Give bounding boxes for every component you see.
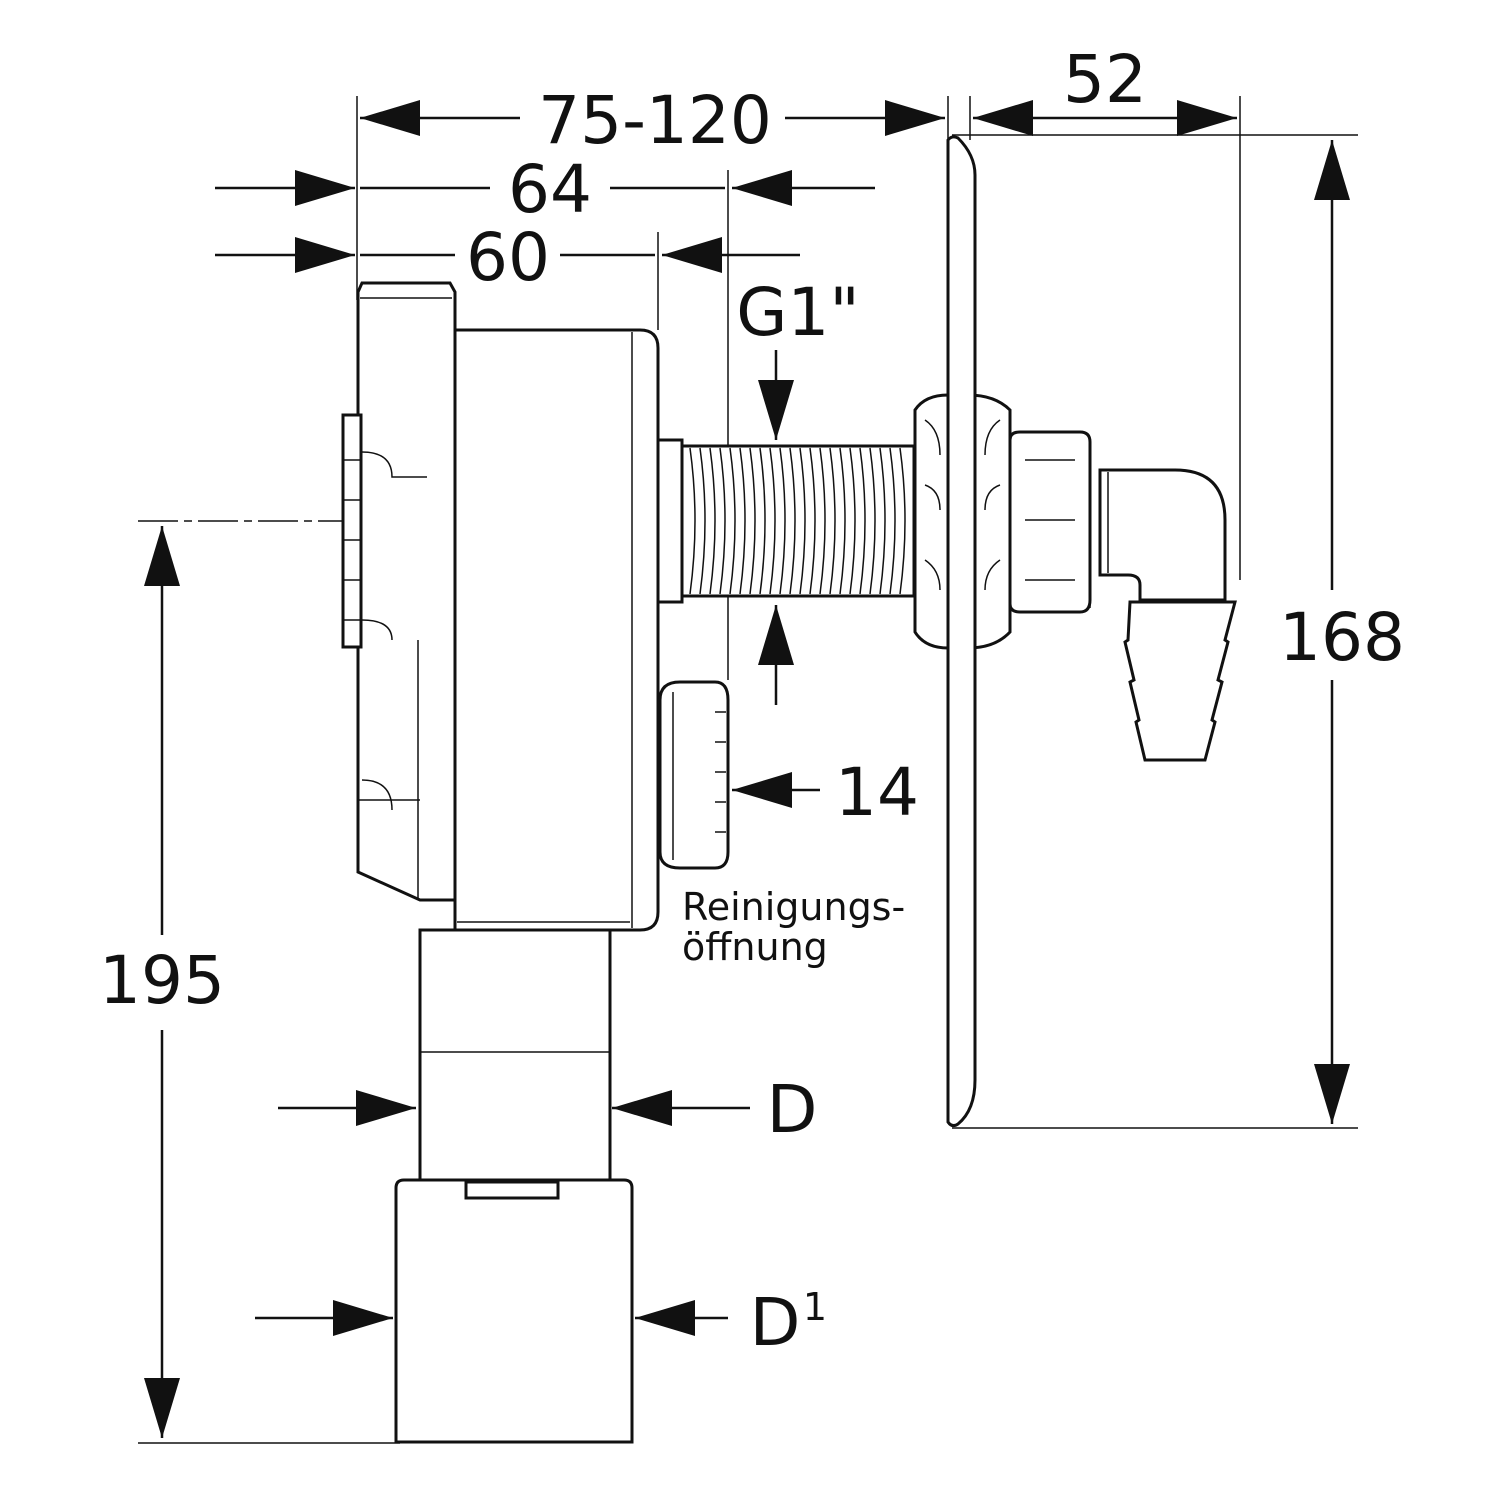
thread-line [889, 447, 896, 595]
dim-label-total-height: 195 [99, 942, 225, 1019]
dimension-pipe-diameter: D [278, 1071, 817, 1148]
dim-label-wall-depth: 75-120 [538, 82, 772, 159]
thread-line [829, 447, 836, 595]
rosette-nut [913, 393, 1012, 650]
dimension-overall-depth: 64 [215, 151, 875, 680]
cleanout-cap [658, 680, 730, 870]
thread-line [719, 447, 726, 595]
thread-line [769, 447, 776, 595]
cleanout-label: Reinigungs- öffnung [682, 885, 905, 969]
thread-line [869, 447, 876, 595]
thread-line [879, 447, 886, 595]
siphon-body [453, 328, 660, 932]
thread-line [709, 447, 716, 595]
dimension-thread: G1" [736, 274, 860, 705]
hose-nozzle [1123, 600, 1237, 762]
thread-line [729, 447, 736, 595]
thread-line [849, 447, 856, 595]
dim-label-body-depth: 60 [466, 219, 550, 296]
dimension-wall-depth: 75-120 [356, 82, 949, 300]
thread-line [779, 447, 786, 595]
cleanout-label-line2: öffnung [682, 925, 828, 969]
thread-line [739, 447, 746, 595]
outlet-sleeve [394, 1178, 634, 1444]
dimension-total-height: 195 [99, 520, 660, 1444]
thread-line [819, 447, 826, 595]
thread-line [689, 447, 696, 595]
dim-label-overall-depth: 64 [508, 151, 592, 228]
dim-label-outlet-superscript: 1 [803, 1285, 827, 1329]
dim-label-thread: G1" [736, 274, 860, 351]
mounting-flange [341, 281, 457, 902]
thread-line [759, 447, 766, 595]
thread-line [699, 447, 706, 595]
dimension-outlet-diameter: D 1 [255, 1284, 827, 1361]
dimension-faceplate-height: 168 [952, 134, 1405, 1129]
dim-label-pipe-diameter: D [767, 1071, 818, 1148]
thread-line [809, 447, 816, 595]
thread-line [749, 447, 756, 595]
down-pipe [418, 928, 612, 1184]
dimension-body-depth: 60 [215, 219, 800, 330]
union-nut [1008, 430, 1092, 614]
thread-line [899, 447, 906, 595]
thread-line [789, 447, 796, 595]
thread-line [859, 447, 866, 595]
dim-label-faceplate-height: 168 [1279, 599, 1405, 676]
thread-line [799, 447, 806, 595]
elbow-connector [1098, 468, 1227, 602]
thread-line [839, 447, 846, 595]
dim-label-faceplate-depth: 52 [1063, 41, 1147, 118]
cover-plate [946, 135, 977, 1128]
cleanout-label-line1: Reinigungs- [682, 885, 905, 929]
dimension-faceplate-depth: 52 [969, 41, 1241, 580]
dim-label-cleanout-offset: 14 [835, 754, 919, 831]
dim-label-outlet-diameter: D [750, 1284, 801, 1361]
threaded-spigot [656, 438, 916, 604]
